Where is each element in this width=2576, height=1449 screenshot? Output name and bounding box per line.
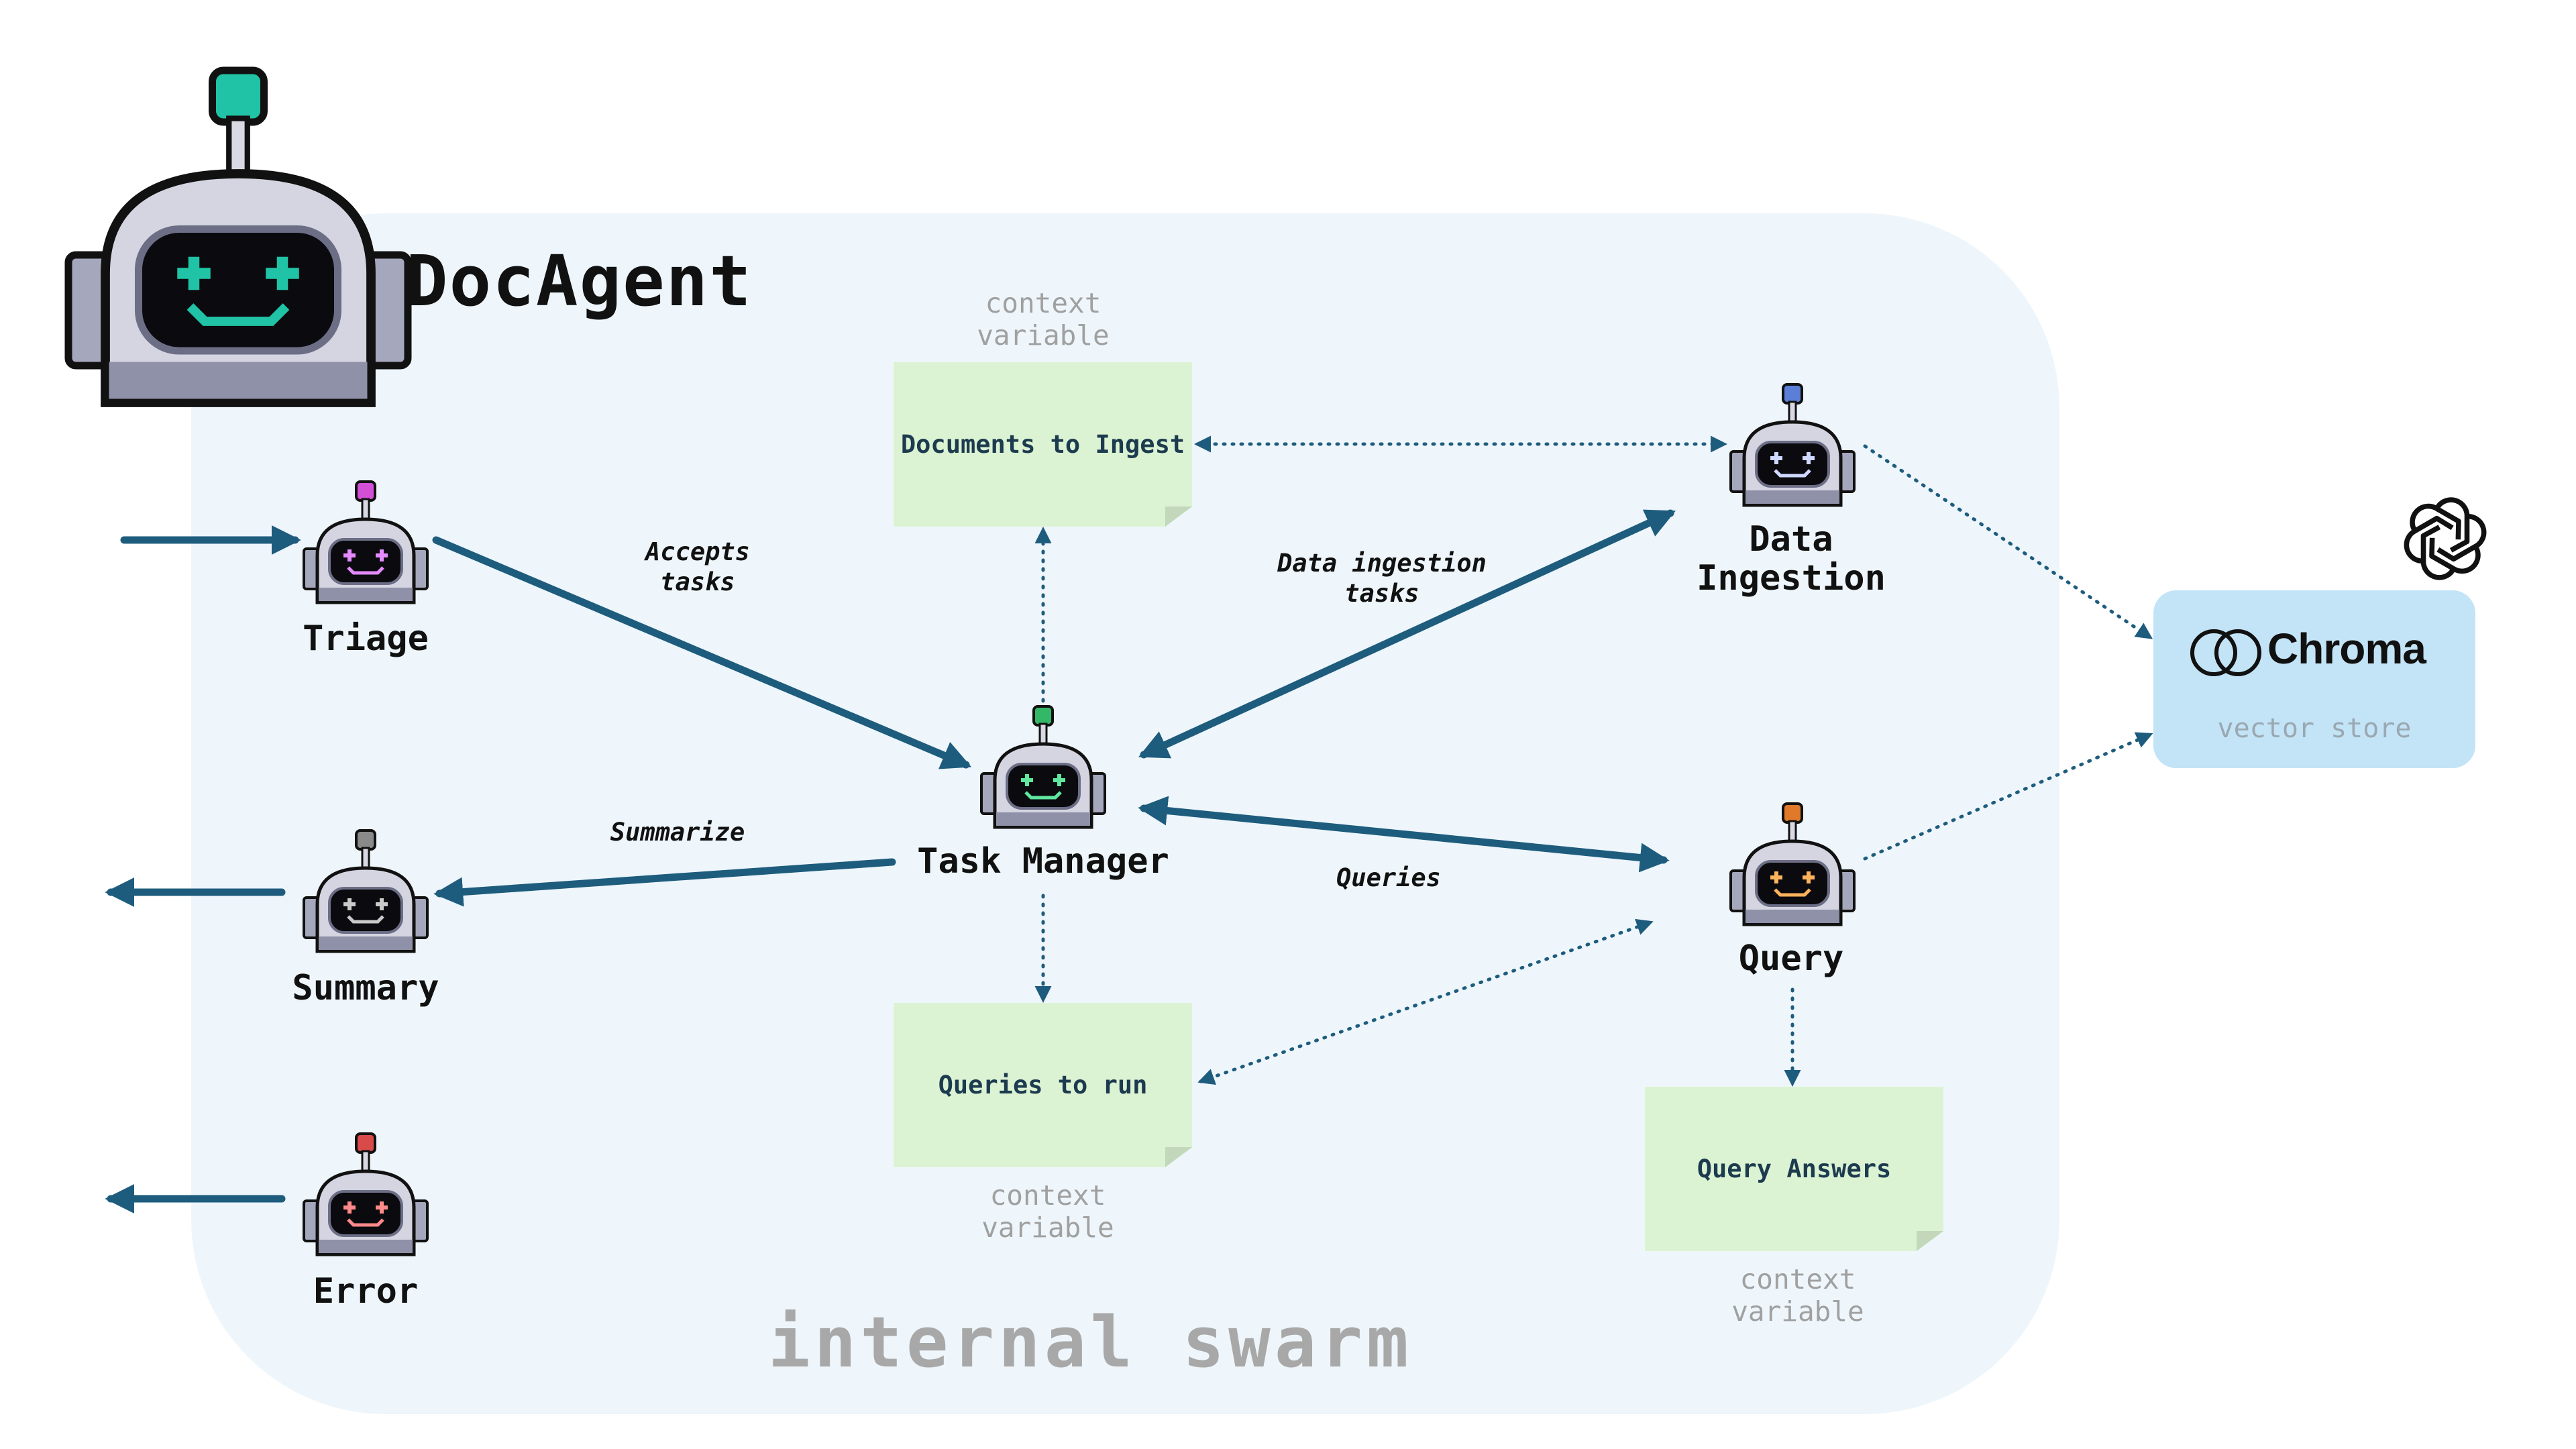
vector-store-label: vector store bbox=[2217, 713, 2412, 744]
edge-label-queries: Queries bbox=[1336, 863, 1441, 892]
note-documents-to-ingest: Documents to Ingest bbox=[894, 362, 1192, 527]
query-chroma-link bbox=[1863, 732, 2153, 861]
openai-logo-icon bbox=[2404, 497, 2487, 580]
robot-icon-data-ingestion bbox=[1729, 383, 1856, 507]
internal-swarm-label: internal swarm bbox=[768, 1301, 1413, 1383]
chroma-logo-icon bbox=[2190, 629, 2261, 676]
chroma-name: Chroma bbox=[2267, 625, 2426, 673]
agent-label-query: Query bbox=[1738, 938, 1844, 979]
note-query-answers: Query Answers bbox=[1645, 1087, 1943, 1251]
robot-icon-task-manager bbox=[980, 705, 1106, 829]
page-title: DocAgent bbox=[406, 240, 753, 322]
edge-label-accepts: Accepts tasks bbox=[645, 537, 750, 596]
agent-label-triage: Triage bbox=[303, 619, 429, 659]
agent-label-error: Error bbox=[313, 1271, 419, 1311]
context-label-answers: context variable bbox=[1731, 1263, 1864, 1328]
context-label-documents: context variable bbox=[977, 287, 1110, 352]
robot-icon-summary bbox=[303, 829, 429, 953]
agent-label-data-ingestion: Data Ingestion bbox=[1697, 519, 1886, 598]
agent-label-summary: Summary bbox=[292, 968, 439, 1008]
vector-store-box bbox=[2153, 590, 2475, 768]
accepts-tasks-arrow bbox=[432, 536, 972, 769]
summarize-arrow bbox=[433, 858, 896, 907]
note-queries-to-run: Queries to run bbox=[894, 1003, 1192, 1167]
agent-label-task-manager: Task Manager bbox=[917, 841, 1169, 881]
context-label-queries: context variable bbox=[981, 1179, 1114, 1244]
edge-label-summarize: Summarize bbox=[610, 818, 745, 847]
robot-icon-query bbox=[1729, 802, 1856, 926]
query-queries-link bbox=[1197, 918, 1654, 1085]
robot-icon bbox=[64, 66, 412, 407]
queries-arrow bbox=[1138, 796, 1670, 873]
robot-icon-triage bbox=[303, 480, 429, 604]
robot-icon-error bbox=[303, 1132, 429, 1256]
edge-label-ingestion: Data ingestion tasks bbox=[1277, 549, 1487, 608]
ingestion-tasks-arrow bbox=[1138, 509, 1676, 759]
